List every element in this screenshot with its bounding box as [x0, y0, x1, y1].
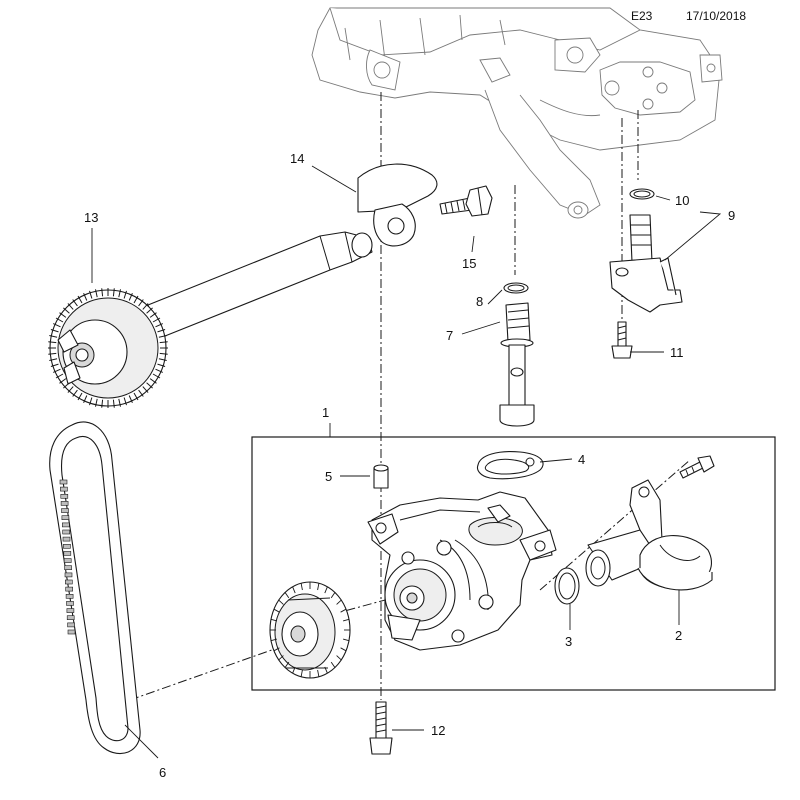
part-2-oil-pickup	[585, 479, 713, 591]
part-11-bolt	[611, 321, 633, 359]
pickup-fixing-bolt	[679, 455, 715, 479]
part-4-gasket	[476, 451, 544, 480]
leader-lines	[91, 165, 722, 759]
callout-6: 6	[159, 765, 166, 780]
part-9-solenoid-valve	[609, 214, 683, 313]
part-3-o-ring	[554, 567, 580, 605]
callout-8: 8	[476, 294, 483, 309]
part-1-oil-pump	[367, 491, 557, 651]
callout-labels: 1 2 3 4 5 6 7 8 9 10 11 12 13 14 15	[84, 151, 735, 780]
pump-drive-sprocket	[269, 581, 351, 679]
callout-10: 10	[675, 193, 689, 208]
callout-15: 15	[462, 256, 476, 271]
engine-block	[311, 7, 723, 219]
callout-12: 12	[431, 723, 445, 738]
diagram-date: 17/10/2018	[686, 9, 746, 23]
diagram-code: E23	[631, 9, 653, 23]
part-7-pressure-valve	[499, 302, 535, 427]
callout-2: 2	[675, 628, 682, 643]
part-6-drive-belt	[49, 421, 141, 755]
callout-11: 11	[670, 345, 684, 360]
part-14-bracket-plate	[357, 163, 438, 247]
callout-13: 13	[84, 210, 98, 225]
callout-3: 3	[565, 634, 572, 649]
part-13-balance-shaft	[48, 231, 373, 408]
part-12-bolt	[369, 701, 393, 755]
part-15-bolt	[439, 185, 493, 217]
callout-4: 4	[578, 452, 585, 467]
assembly-1-frame	[251, 436, 776, 691]
callout-5: 5	[325, 469, 332, 484]
callout-7: 7	[446, 328, 453, 343]
part-5-dowel-sleeve	[373, 464, 389, 489]
callout-9: 9	[728, 208, 735, 223]
callout-1: 1	[322, 405, 329, 420]
callout-14: 14	[290, 151, 304, 166]
